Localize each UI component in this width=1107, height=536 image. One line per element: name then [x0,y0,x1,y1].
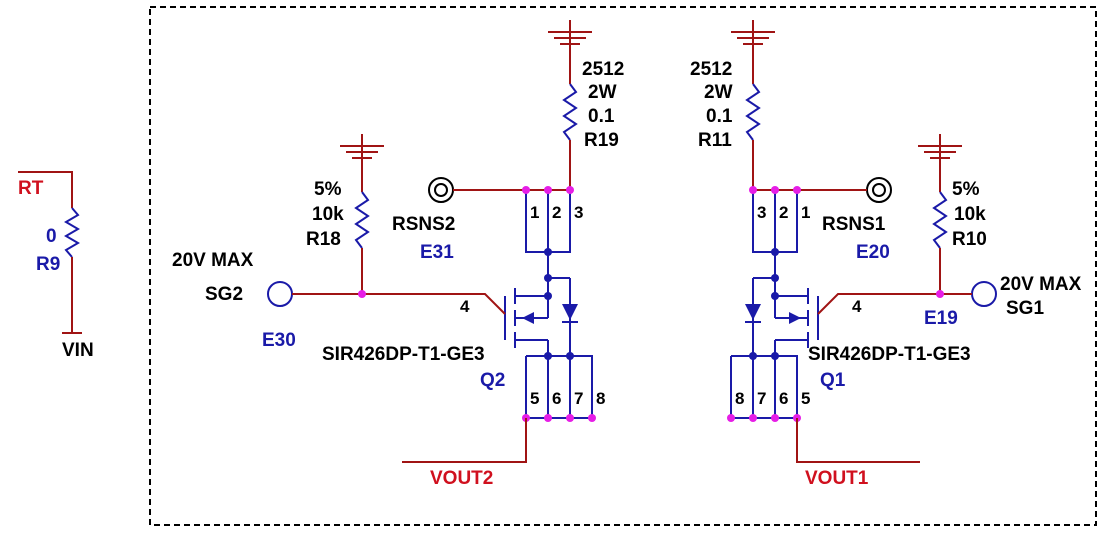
rsns2-net-label: RSNS2 [392,214,455,235]
rsns2-testpoint-icon [428,177,454,203]
vout2-wire [402,418,527,463]
q1-pin-1: 1 [801,203,810,222]
sg2-testpoint-icon [267,281,293,307]
r11-package: 2512 [690,59,732,80]
sg1-rating: 20V MAX [1000,274,1082,295]
r19-resistor [562,83,578,141]
channel-1: 2512 2W 0.1 R11 RSNS1 E20 3 2 1 [690,20,1082,489]
r11-ref: R11 [698,130,732,151]
vin-net-label: VIN [62,340,94,361]
q1-pin-6: 6 [779,389,788,408]
vout1-wire [796,418,920,463]
r11-value: 0.1 [706,106,733,127]
rt-wire [18,171,73,208]
q2-pin-6: 6 [552,389,561,408]
r18-ref: R18 [306,229,341,250]
rsns1-testpoint-icon [866,177,892,203]
q1-pin-4: 4 [852,297,862,316]
q2-pin-8: 8 [596,389,605,408]
q2-pin-7: 7 [574,389,583,408]
q2-pin-2: 2 [552,203,561,222]
r19-package: 2512 [582,59,624,80]
vout1-net-label: VOUT1 [805,468,869,489]
sg1-testpoint-icon [971,281,997,307]
q2-pin-1: 1 [530,203,539,222]
r9-group: RT 0 R9 VIN [18,171,94,361]
r10-value: 10k [954,204,986,225]
rt-net-label: RT [18,178,44,199]
e19-ref: E19 [924,308,958,329]
r10-resistor [932,191,948,249]
r11-resistor [745,83,761,141]
r10-ref: R10 [952,229,987,250]
r9-ref: R9 [36,254,60,275]
q2-pin-4: 4 [460,297,470,316]
q1-pin-2: 2 [779,203,788,222]
q2-pin-5: 5 [530,389,539,408]
e20-ref: E20 [856,242,890,263]
channel-2: 2512 2W 0.1 R19 RSNS2 E31 1 2 3 [172,20,624,489]
r18-resistor [354,191,370,249]
q2-ref: Q2 [480,370,505,391]
r9-value: 0 [46,226,57,247]
e30-ref: E30 [262,330,296,351]
q2-mosfet-icon [504,277,578,356]
e31-ref: E31 [420,242,454,263]
r19-ref: R19 [584,130,619,151]
rsns1-net-label: RSNS1 [822,214,886,235]
q1-pin-5: 5 [801,389,810,408]
r18-tolerance: 5% [314,179,342,200]
q1-pin-8: 8 [735,389,744,408]
q1-ref: Q1 [820,370,846,391]
r19-value: 0.1 [588,106,615,127]
q2-pin-3: 3 [574,203,583,222]
r11-power: 2W [704,82,733,103]
q1-part: SIR426DP-T1-GE3 [808,344,971,365]
r19-power: 2W [588,82,617,103]
q2-part: SIR426DP-T1-GE3 [322,344,485,365]
vout2-net-label: VOUT2 [430,468,493,489]
sg1-net-label: SG1 [1006,298,1044,319]
q1-mosfet-icon [745,277,819,356]
q1-pin-7: 7 [757,389,766,408]
r18-value: 10k [312,204,344,225]
sg2-net-label: SG2 [205,284,243,305]
r10-tolerance: 5% [952,179,980,200]
sg2-rating: 20V MAX [172,250,254,271]
dashed-border [149,6,1097,526]
r9-resistor [64,207,80,258]
q1-pin-3: 3 [757,203,766,222]
